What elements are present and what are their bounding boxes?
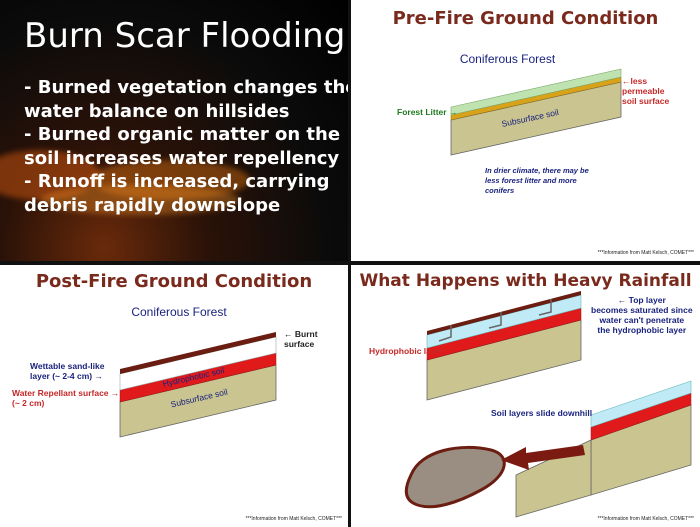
forest-litter-label: Forest Litter → — [397, 107, 458, 117]
rainfall-diagram — [404, 291, 692, 518]
credit-text: ***Information from Matt Kelsch, COMET**… — [245, 516, 342, 522]
panel-subtitle: Coniferous Forest — [131, 305, 227, 319]
post-fire-diagram — [119, 332, 277, 438]
slide-arrow-icon — [501, 445, 585, 470]
soil-slide-label: Soil layers slide downhill — [491, 408, 593, 418]
burnt-surface-layer — [427, 291, 581, 335]
fire-glow — [90, 160, 250, 200]
saturated-water-layer — [426, 294, 582, 349]
wettable-sand-layer — [119, 336, 277, 391]
lower-water-layer — [590, 380, 692, 428]
bullet-line: water balance on hillsides — [24, 100, 290, 122]
bullet-line: - Burned vegetation changes the — [24, 77, 348, 98]
pre-fire-diagram — [450, 68, 622, 156]
less-permeable-label: ←less permeable soil surface — [622, 76, 670, 106]
bullet-line: - Burned organic matter on the — [24, 124, 341, 145]
panel-burn-scar-flooding: Burn Scar Flooding - Burned vegetation c… — [0, 0, 348, 261]
panel-title: What Happens with Heavy Rainfall — [359, 271, 692, 291]
panel-title: Post-Fire Ground Condition — [35, 271, 313, 292]
credit-text: ***Information from Matt Kelsch, COMET**… — [597, 250, 694, 256]
bullet-line: - Runoff is increased, carrying — [24, 171, 330, 192]
top-layer-label: ← Top layer becomes saturated since wate… — [591, 295, 693, 335]
wettable-layer-label: Wettable sand-like layer (~ 2-4 cm) → — [30, 361, 105, 381]
panel-post-fire: Post-Fire Ground Condition Coniferous Fo… — [0, 265, 348, 527]
water-flow-arrow — [488, 312, 502, 329]
water-flow-arrow — [438, 325, 452, 342]
bullet-list: - Burned vegetation changes the water ba… — [24, 76, 348, 217]
panel-heavy-rainfall: What Happens with Heavy Rainfall ← Top l… — [351, 265, 700, 527]
fire-glow — [0, 150, 100, 200]
panel-pre-fire: Pre-Fire Ground Condition Coniferous For… — [351, 0, 700, 261]
panel-title: Pre-Fire Ground Condition — [392, 8, 659, 29]
hydrophobic-layer-label: Hydrophobic layer — [369, 346, 444, 356]
debris-flow — [404, 446, 506, 509]
water-repellant-label: Water Repellant surface → (~ 2 cm) — [12, 388, 120, 408]
burnt-surface-label: ← Burnt surface — [284, 329, 318, 349]
forest-litter-layer — [450, 68, 622, 116]
burnt-surface-layer — [120, 332, 276, 374]
water-flow-arrow — [538, 299, 552, 316]
panel-subtitle: Coniferous Forest — [459, 52, 556, 66]
slide-title: Burn Scar Flooding — [24, 16, 346, 56]
climate-note: In drier climate, there may be less fore… — [485, 166, 589, 195]
fire-glow — [40, 185, 240, 215]
bullet-line: soil increases water repellency — [24, 147, 340, 169]
bullet-line: debris rapidly downslope — [24, 194, 281, 216]
credit-text: ***Information from Matt Kelsch, COMET**… — [597, 516, 694, 522]
